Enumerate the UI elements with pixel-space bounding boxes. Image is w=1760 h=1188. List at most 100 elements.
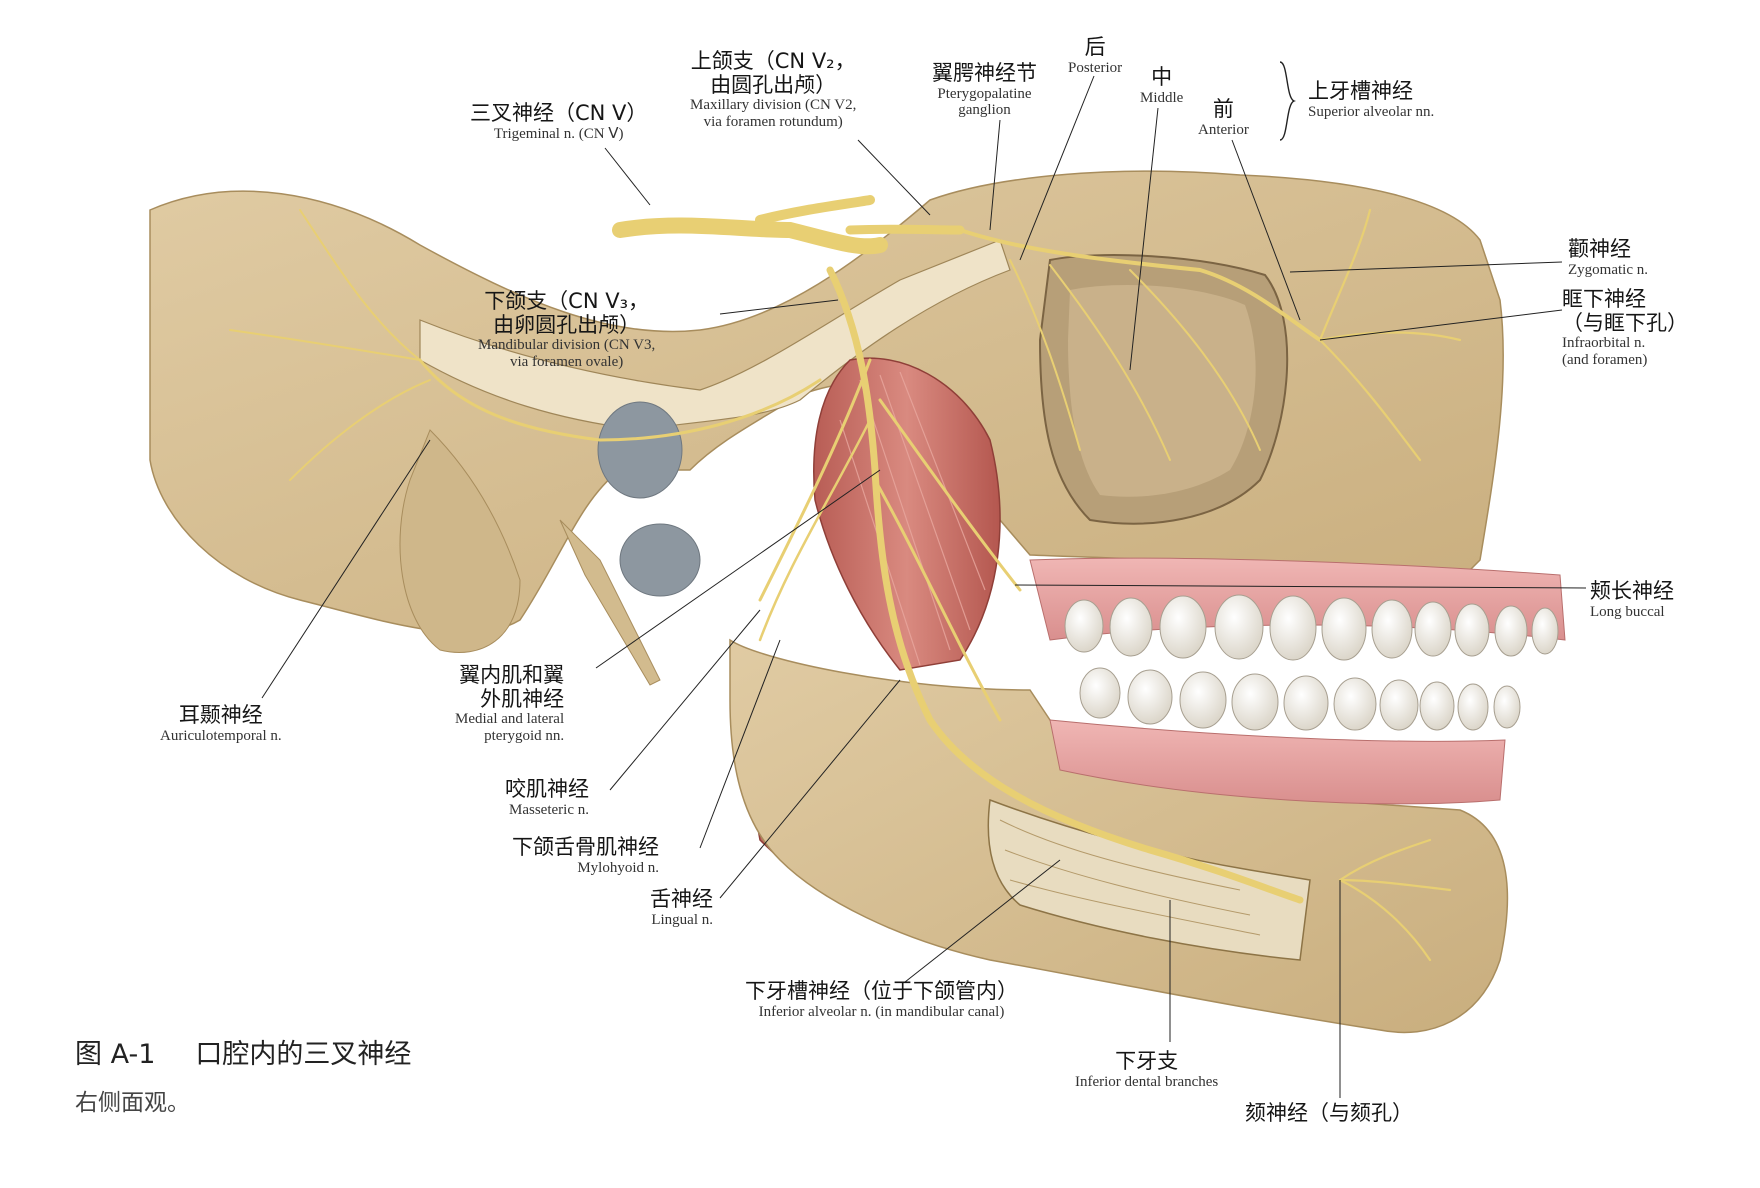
label-pterygoid-en2: pterygoid nn. <box>484 727 565 744</box>
tooth <box>1531 607 1559 655</box>
label-superior-alveolar: 上牙槽神经 Superior alveolar nn. <box>1308 79 1435 120</box>
label-middle: 中 Middle <box>1140 65 1184 106</box>
label-posterior: 后 Posterior <box>1068 35 1122 76</box>
label-maxillary-en1: Maxillary division (CN V2, <box>690 97 857 114</box>
leader-line <box>719 679 901 899</box>
tooth <box>1419 681 1455 731</box>
label-inferior-dental: 下牙支 Inferior dental branches <box>1075 1049 1219 1090</box>
tooth <box>1414 601 1452 657</box>
teeth <box>1064 594 1559 731</box>
label-pterygoid-cn2: 外肌神经 <box>480 686 565 711</box>
label-trigeminal-en: Trigeminal n. (CN Ⅴ) <box>493 125 624 142</box>
leader-line <box>699 639 781 849</box>
label-mylohyoid: 下颌舌骨肌神经 Mylohyoid n. <box>512 835 659 876</box>
label-masseteric-cn: 咬肌神经 <box>505 777 589 801</box>
label-maxillary-cn2: 由圆孔出颅） <box>710 72 837 97</box>
label-maxillary: 上颌支（CN Ⅴ₂， 由圆孔出颅） Maxillary division (CN… <box>690 49 857 131</box>
leader-line <box>604 147 651 206</box>
leader-line <box>595 469 881 669</box>
tooth <box>1231 673 1279 731</box>
label-middle-cn: 中 <box>1151 65 1173 89</box>
tooth <box>1159 595 1207 659</box>
orbit-window <box>1038 254 1289 525</box>
tooth <box>1494 605 1528 657</box>
leader-line <box>1129 107 1159 371</box>
tooth <box>1371 599 1413 659</box>
label-inferior-alveolar-cn: 下牙槽神经（位于下颌管内） <box>745 979 1018 1003</box>
label-masseteric-en: Masseteric n. <box>509 801 589 818</box>
tooth <box>1321 597 1367 661</box>
label-superior-alveolar-en: Superior alveolar nn. <box>1308 103 1435 120</box>
label-infraorbital: 眶下神经 （与眶下孔） Infraorbital n. (and foramen… <box>1562 287 1688 369</box>
tooth <box>1269 595 1317 661</box>
label-lingual-en: Lingual n. <box>651 911 713 928</box>
label-infraorbital-en2: (and foramen) <box>1562 351 1648 368</box>
leader-line <box>989 119 1001 231</box>
label-lingual: 舌神经 Lingual n. <box>650 887 713 928</box>
label-mental-cn: 颏神经（与颏孔） <box>1245 1101 1413 1125</box>
label-zygomatic: 颧神经 Zygomatic n. <box>1568 237 1648 278</box>
tooth <box>1457 683 1489 731</box>
label-pterygopalatine: 翼腭神经节 Pterygopalatine ganglion <box>932 61 1037 119</box>
tooth <box>1283 675 1329 731</box>
leader-line <box>857 139 931 216</box>
leader-line <box>261 439 431 699</box>
label-inferior-alveolar-en: Inferior alveolar n. (in mandibular cana… <box>758 1003 1005 1020</box>
leader-line <box>719 299 839 315</box>
label-mandibular-en1: Mandibular division (CN V3, <box>478 337 656 354</box>
label-posterior-cn: 后 <box>1084 35 1106 59</box>
pterygoid-muscles <box>813 357 1001 671</box>
tooth <box>1379 679 1419 731</box>
figure-number: 图 A-1 <box>75 1039 156 1070</box>
label-pterygopalatine-cn: 翼腭神经节 <box>932 61 1037 85</box>
label-superior-alveolar-cn: 上牙槽神经 <box>1308 79 1413 103</box>
label-zygomatic-cn: 颧神经 <box>1568 237 1631 261</box>
label-inferior-dental-en: Inferior dental branches <box>1075 1073 1219 1090</box>
label-middle-en: Middle <box>1140 89 1184 106</box>
label-anterior: 前 Anterior <box>1198 97 1249 138</box>
figure-caption-subtitle: 右侧面观。 <box>75 1090 190 1116</box>
label-auriculotemporal-cn: 耳颞神经 <box>178 703 263 727</box>
label-long-buccal-en: Long buccal <box>1590 603 1665 620</box>
label-mandibular: 下颌支（CN Ⅴ₃， 由卵圆孔出颅） Mandibular division (… <box>478 289 656 371</box>
label-zygomatic-en: Zygomatic n. <box>1568 261 1648 278</box>
label-anterior-cn: 前 <box>1212 97 1234 121</box>
leader-lines <box>261 75 1587 1098</box>
label-pterygoid-en1: Medial and lateral <box>455 711 565 728</box>
brace-icon <box>1279 61 1296 141</box>
tooth <box>1109 597 1153 657</box>
leader-line <box>1231 139 1301 321</box>
label-infraorbital-cn2: （与眶下孔） <box>1562 310 1688 335</box>
label-long-buccal-cn: 颊长神经 <box>1590 579 1674 603</box>
tooth <box>1493 685 1521 729</box>
label-inferior-alveolar: 下牙槽神经（位于下颌管内） Inferior alveolar n. (in m… <box>745 979 1018 1020</box>
label-auriculotemporal: 耳颞神经 Auriculotemporal n. <box>160 703 282 744</box>
tooth <box>1127 669 1173 725</box>
label-maxillary-en2: via foramen rotundum) <box>703 113 843 130</box>
label-trigeminal-cn: 三叉神经（CN Ⅴ） <box>470 101 648 125</box>
label-mylohyoid-en: Mylohyoid n. <box>577 859 659 876</box>
label-infraorbital-en1: Infraorbital n. <box>1562 335 1646 352</box>
label-pterygopalatine-en1: Pterygopalatine <box>937 85 1032 102</box>
leader-line <box>904 859 1061 983</box>
label-pterygoid-cn1: 翼内肌和翼 <box>459 663 565 687</box>
label-maxillary-cn1: 上颌支（CN Ⅴ₂， <box>690 49 856 73</box>
label-pterygopalatine-en2: ganglion <box>958 102 1011 119</box>
tooth <box>1179 671 1227 729</box>
tooth <box>1333 677 1377 731</box>
trigeminal-nerve-tree <box>229 195 1462 962</box>
label-anterior-en: Anterior <box>1198 121 1249 138</box>
tooth <box>1079 667 1121 719</box>
label-long-buccal: 颊长神经 Long buccal <box>1590 579 1674 620</box>
figure-caption-title: 图 A-1 口腔内的三叉神经 <box>75 1032 411 1071</box>
label-mandibular-cn1: 下颌支（CN Ⅴ₃， <box>484 289 650 313</box>
label-pterygoid: 翼内肌和翼 外肌神经 Medial and lateral pterygoid … <box>455 663 565 745</box>
label-mandibular-cn2: 由卵圆孔出颅） <box>493 312 641 337</box>
label-trigeminal: 三叉神经（CN Ⅴ） Trigeminal n. (CN Ⅴ) <box>470 101 648 142</box>
tooth <box>1064 599 1104 653</box>
leader-line <box>1019 75 1095 261</box>
leader-line <box>1014 584 1587 589</box>
label-mylohyoid-cn: 下颌舌骨肌神经 <box>512 835 659 859</box>
figure-title: 口腔内的三叉神经 <box>195 1039 412 1070</box>
